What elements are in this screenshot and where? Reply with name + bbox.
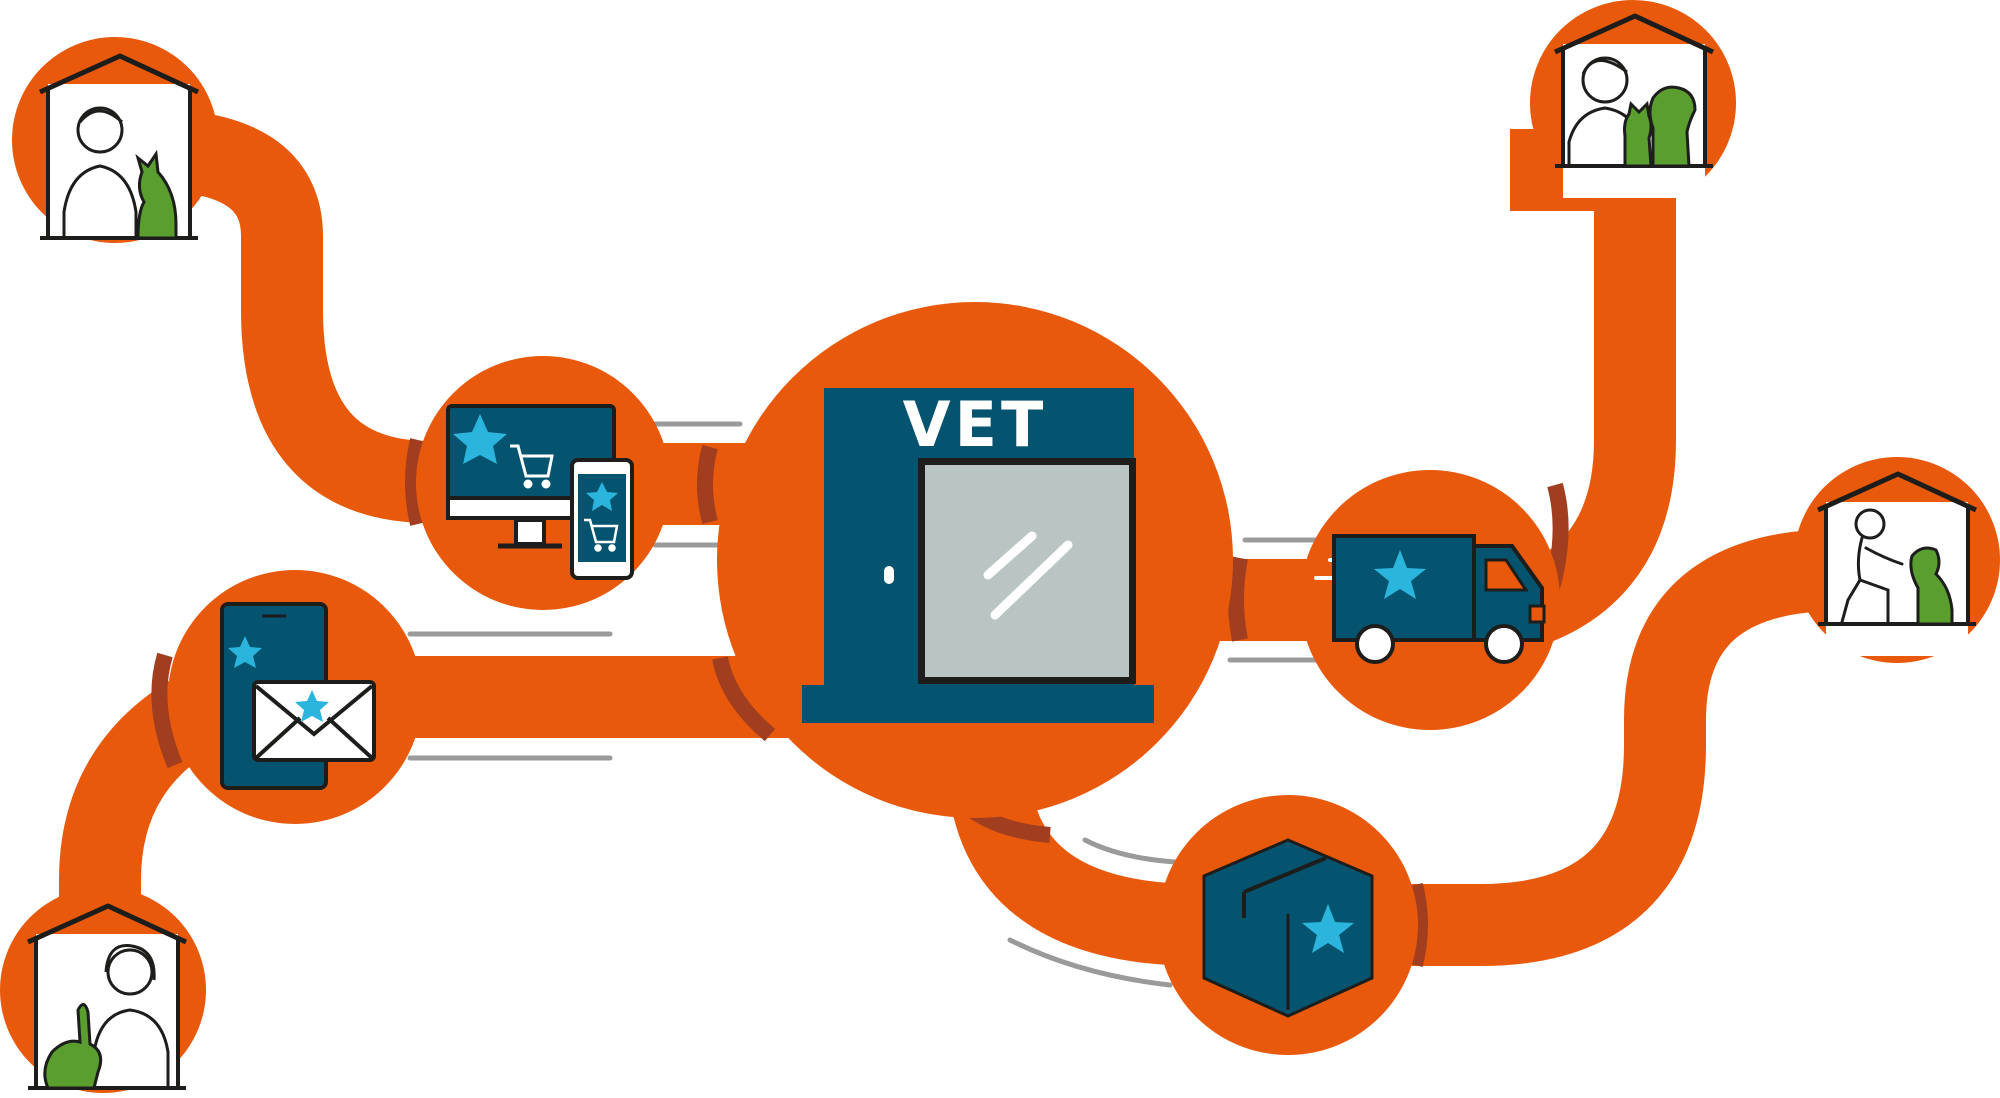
parcel-box-icon <box>1202 838 1374 1018</box>
speed-lines <box>407 421 1343 988</box>
person-head <box>76 106 124 154</box>
star-icon <box>295 690 329 722</box>
route-cat-home-to-shop <box>149 109 520 523</box>
desktop-mobile-shop-icon <box>446 404 634 580</box>
cart-icon <box>584 518 619 552</box>
house-man-cat-dog-icon <box>1553 13 1715 198</box>
cat-icon <box>1623 100 1653 168</box>
star-icon <box>1374 550 1426 599</box>
star-icon <box>228 636 262 668</box>
house-woman-dog-icon <box>1816 471 1978 656</box>
wheel-icon <box>1484 624 1524 664</box>
wheel-icon <box>1355 624 1395 664</box>
dog-icon <box>1909 546 1954 626</box>
person-head <box>1854 508 1886 540</box>
star-icon <box>1302 904 1354 953</box>
rabbit-icon <box>43 1003 103 1090</box>
house-woman-rabbit-icon <box>26 903 188 1090</box>
phone-email-icon <box>220 602 376 790</box>
star-icon <box>586 482 618 511</box>
person-head <box>106 948 154 996</box>
house-woman-cat-icon <box>38 53 200 240</box>
dog-icon <box>1648 85 1697 168</box>
star-icon <box>453 414 507 464</box>
vet-sign-text: VET <box>903 388 1048 461</box>
vet-clinic-icon: VET <box>802 388 1154 723</box>
person-head <box>1581 56 1629 104</box>
route-box-to-dog-home <box>1330 529 1900 966</box>
cart-icon <box>510 444 554 489</box>
delivery-truck-icon <box>1314 534 1546 664</box>
cat-icon <box>135 149 178 240</box>
